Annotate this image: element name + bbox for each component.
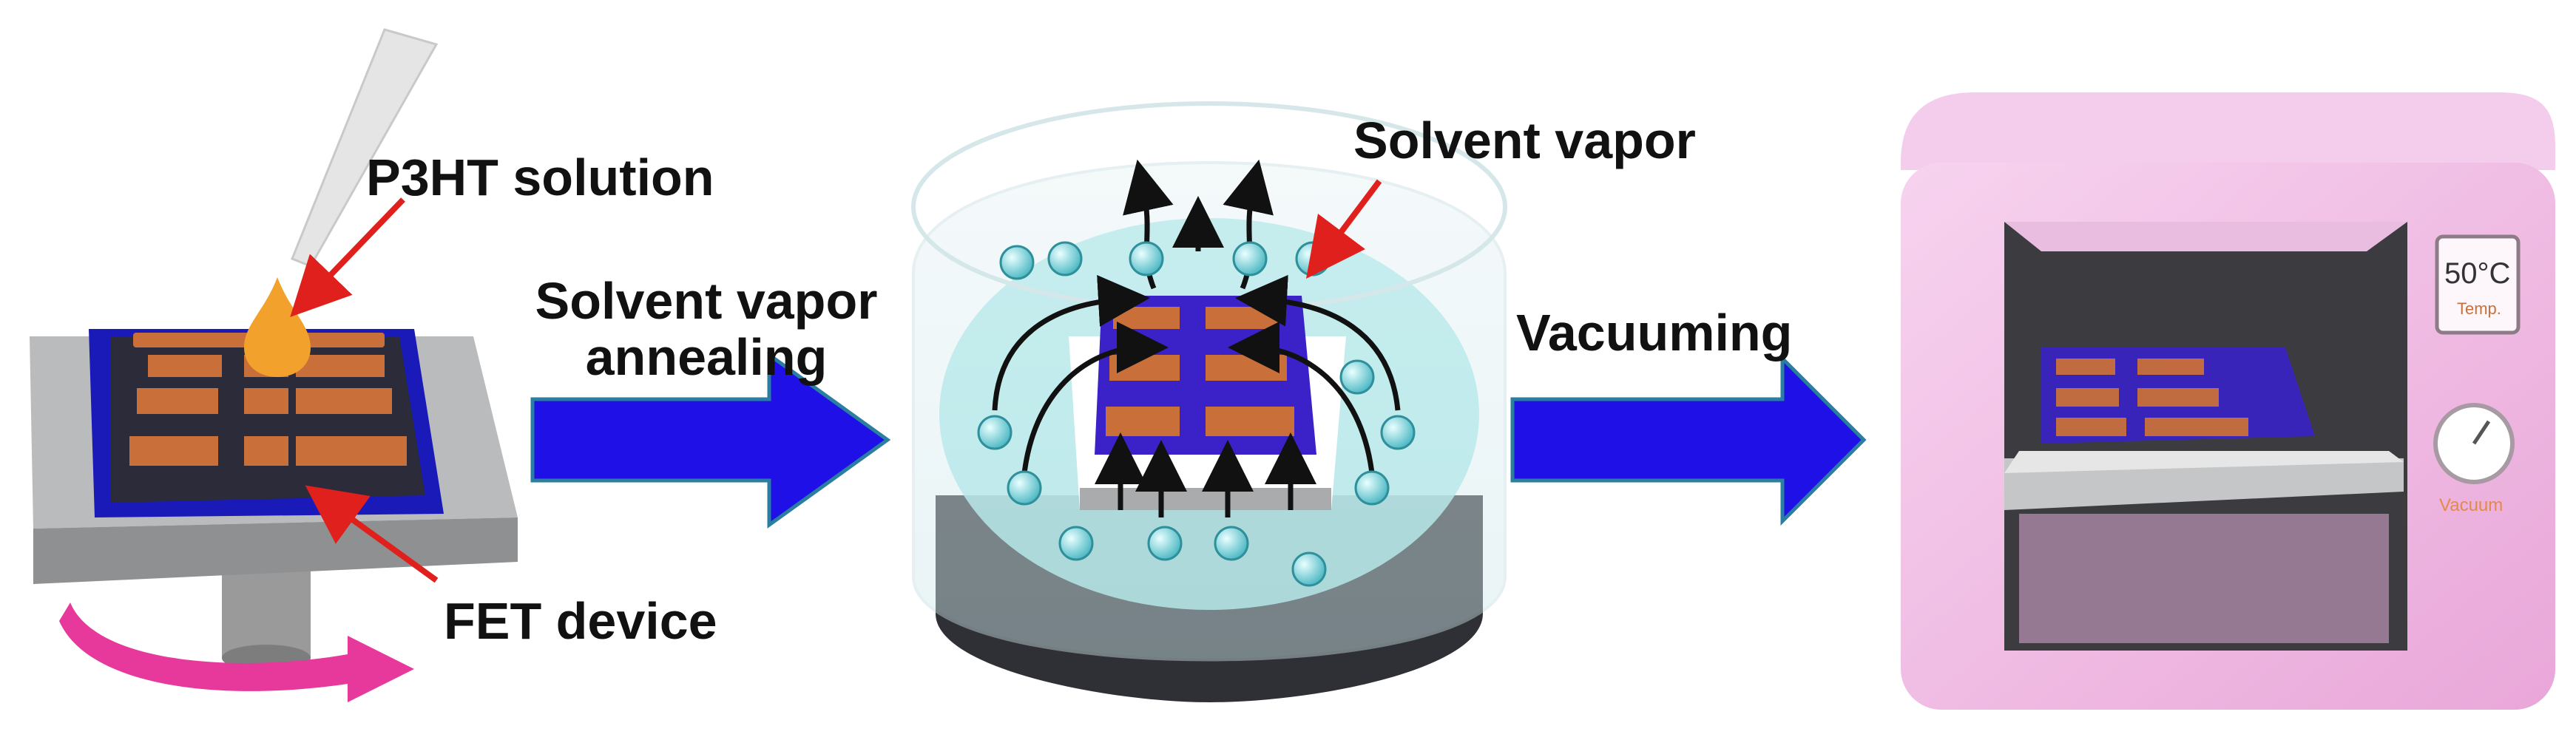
vacuum-oven-group <box>1901 92 2555 710</box>
temperature-display <box>2435 234 2521 335</box>
spin-arrow-icon <box>59 602 414 702</box>
gauge-needle <box>2472 420 2491 445</box>
droplet-icon <box>244 277 311 377</box>
label-solvent-vapor: Solvent vapor <box>1353 112 1696 169</box>
pointer-arrow-p3ht <box>290 197 405 317</box>
oven-lower-compartment <box>2019 514 2389 643</box>
label-sva-line1: Solvent vapor <box>535 272 878 330</box>
oven-shelf <box>2004 458 2404 510</box>
pointer-arrow-solvent-vapor <box>1306 179 1382 279</box>
oven-chamber-wall <box>2004 222 2407 251</box>
vapor-bubbles <box>977 241 1416 587</box>
label-vacuuming: Vacuuming <box>1516 304 1793 361</box>
label-solvent-vapor-annealing: Solvent vapor annealing <box>492 272 921 386</box>
sample-stage-edge <box>1080 488 1331 510</box>
pipette-icon <box>291 28 439 268</box>
process-arrow-2 <box>1510 353 1867 526</box>
oven-shelf-top <box>2004 451 2404 473</box>
label-sva-line2: annealing <box>585 327 828 386</box>
oven-display-temp: 50°C <box>2444 257 2511 290</box>
substrate-side <box>33 517 518 584</box>
process-arrow-1 <box>530 351 891 529</box>
petri-dish-group <box>911 101 1507 702</box>
pointer-arrow-fet <box>305 485 439 583</box>
label-p3ht-solution: P3HT solution <box>366 149 714 206</box>
spin-coater-group <box>30 28 518 702</box>
oven-brand-label: Vacuum <box>2439 495 2504 515</box>
oven-electrode-array <box>2056 359 2248 436</box>
oven-top <box>1901 92 2555 170</box>
oven-display-sub: Temp. <box>2457 299 2501 318</box>
label-fet-device: FET device <box>444 592 717 650</box>
electrode-array <box>129 333 407 466</box>
vapor-flow-arrows <box>992 159 1401 517</box>
